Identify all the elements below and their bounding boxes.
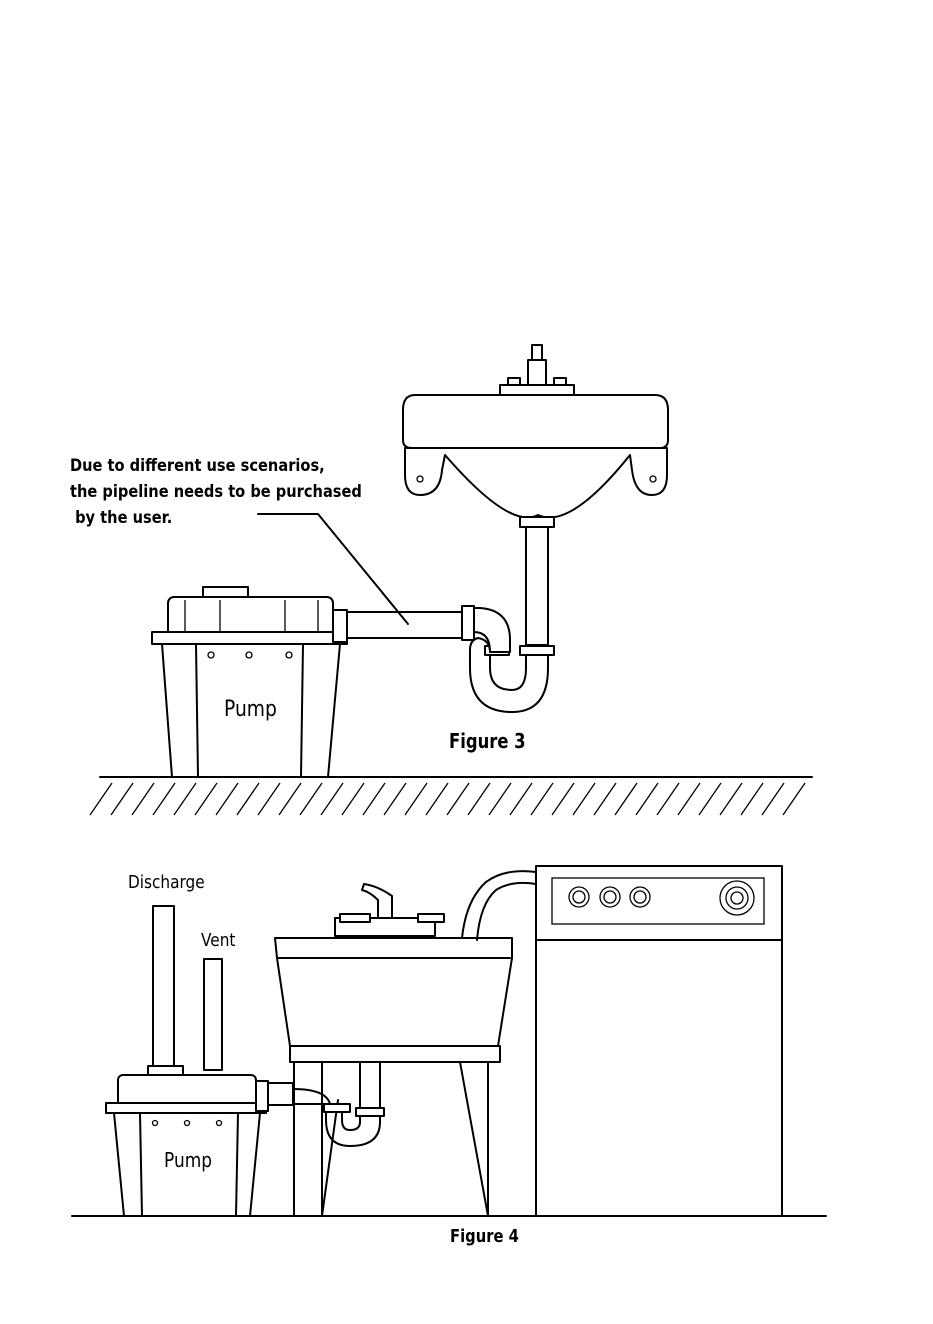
fig4-connect-pipe	[268, 1083, 293, 1105]
fig4-discharge-label: Discharge	[128, 872, 205, 893]
fig4-vent-pipe	[204, 959, 222, 1070]
fig4-pump	[106, 1066, 268, 1216]
fig3-caption: Figure 3	[449, 729, 526, 753]
fig3-note-line-3: by the user.	[70, 505, 172, 531]
fig4-vent-label: Vent	[201, 930, 235, 951]
fig4-pump-label: Pump	[164, 1148, 212, 1172]
fig3-pump-label: Pump	[224, 697, 277, 722]
fig4-utility-sink	[275, 884, 512, 1216]
fig3-note-line-1: Due to different use scenarios,	[70, 453, 325, 479]
fig3-note-line-2: the pipeline needs to be purchased	[70, 479, 362, 505]
fig4-washer	[536, 866, 782, 1216]
fig4-discharge-pipe	[153, 906, 174, 1070]
fig4-drain-hose	[462, 871, 536, 938]
fig4-caption: Figure 4	[450, 1226, 519, 1247]
